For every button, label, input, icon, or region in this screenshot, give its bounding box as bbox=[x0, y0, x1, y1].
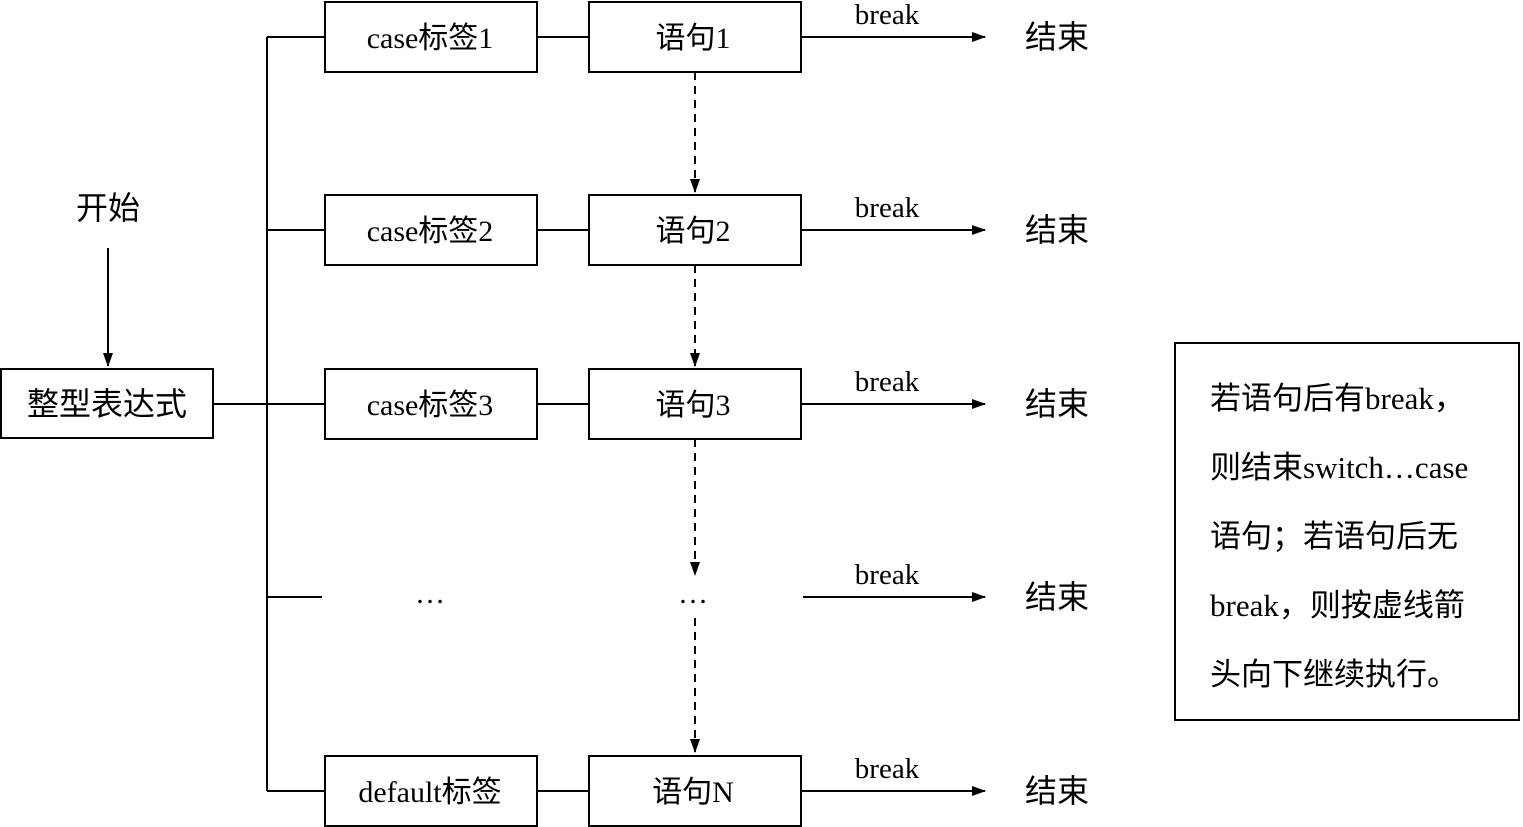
end-label: 结束 bbox=[1025, 386, 1089, 422]
break-label: break bbox=[855, 559, 920, 591]
case-row: case标签1 语句1 break 结束 bbox=[267, 0, 1089, 73]
break-label: break bbox=[855, 0, 920, 31]
case-box bbox=[324, 368, 538, 440]
case-box bbox=[324, 1, 538, 73]
statement-label: … bbox=[678, 577, 708, 610]
statement-box bbox=[588, 755, 802, 827]
note-line: 则结束switch…case bbox=[1210, 450, 1469, 485]
end-label: 结束 bbox=[1025, 579, 1089, 615]
end-label: 结束 bbox=[1025, 19, 1089, 55]
note-box: 若语句后有break， 则结束switch…case 语句；若语句后无 brea… bbox=[1174, 342, 1520, 721]
statement-label: 语句2 bbox=[656, 215, 731, 248]
statement-label: 语句1 bbox=[656, 22, 731, 55]
case-label: … bbox=[415, 577, 445, 610]
break-label: break bbox=[855, 366, 920, 398]
note-line: 头向下继续执行。 bbox=[1210, 657, 1458, 692]
case-row: default标签 语句N break 结束 bbox=[267, 753, 1089, 827]
end-label: 结束 bbox=[1025, 212, 1089, 248]
case-row: case标签2 语句2 break 结束 bbox=[267, 192, 1089, 266]
break-label: break bbox=[855, 753, 920, 785]
case-box bbox=[324, 194, 538, 266]
start-label: 开始 bbox=[76, 190, 140, 226]
case-row: … … break 结束 bbox=[267, 559, 1089, 615]
end-label: 结束 bbox=[1025, 773, 1089, 809]
expression-box bbox=[0, 368, 214, 439]
case-label: case标签3 bbox=[367, 389, 494, 422]
note-line: break，则按虚线箭 bbox=[1210, 588, 1465, 623]
case-row: case标签3 语句3 break 结束 bbox=[267, 366, 1089, 440]
note-line: 语句；若语句后无 bbox=[1210, 519, 1458, 554]
statement-box bbox=[588, 368, 802, 440]
case-label: default标签 bbox=[358, 776, 501, 809]
case-label: case标签2 bbox=[367, 215, 494, 248]
note-line: 若语句后有break， bbox=[1210, 381, 1465, 416]
break-label: break bbox=[855, 192, 920, 224]
expression-label: 整型表达式 bbox=[27, 386, 187, 422]
statement-label: 语句3 bbox=[656, 389, 731, 422]
statement-label: 语句N bbox=[652, 776, 734, 809]
case-label: case标签1 bbox=[367, 22, 494, 55]
